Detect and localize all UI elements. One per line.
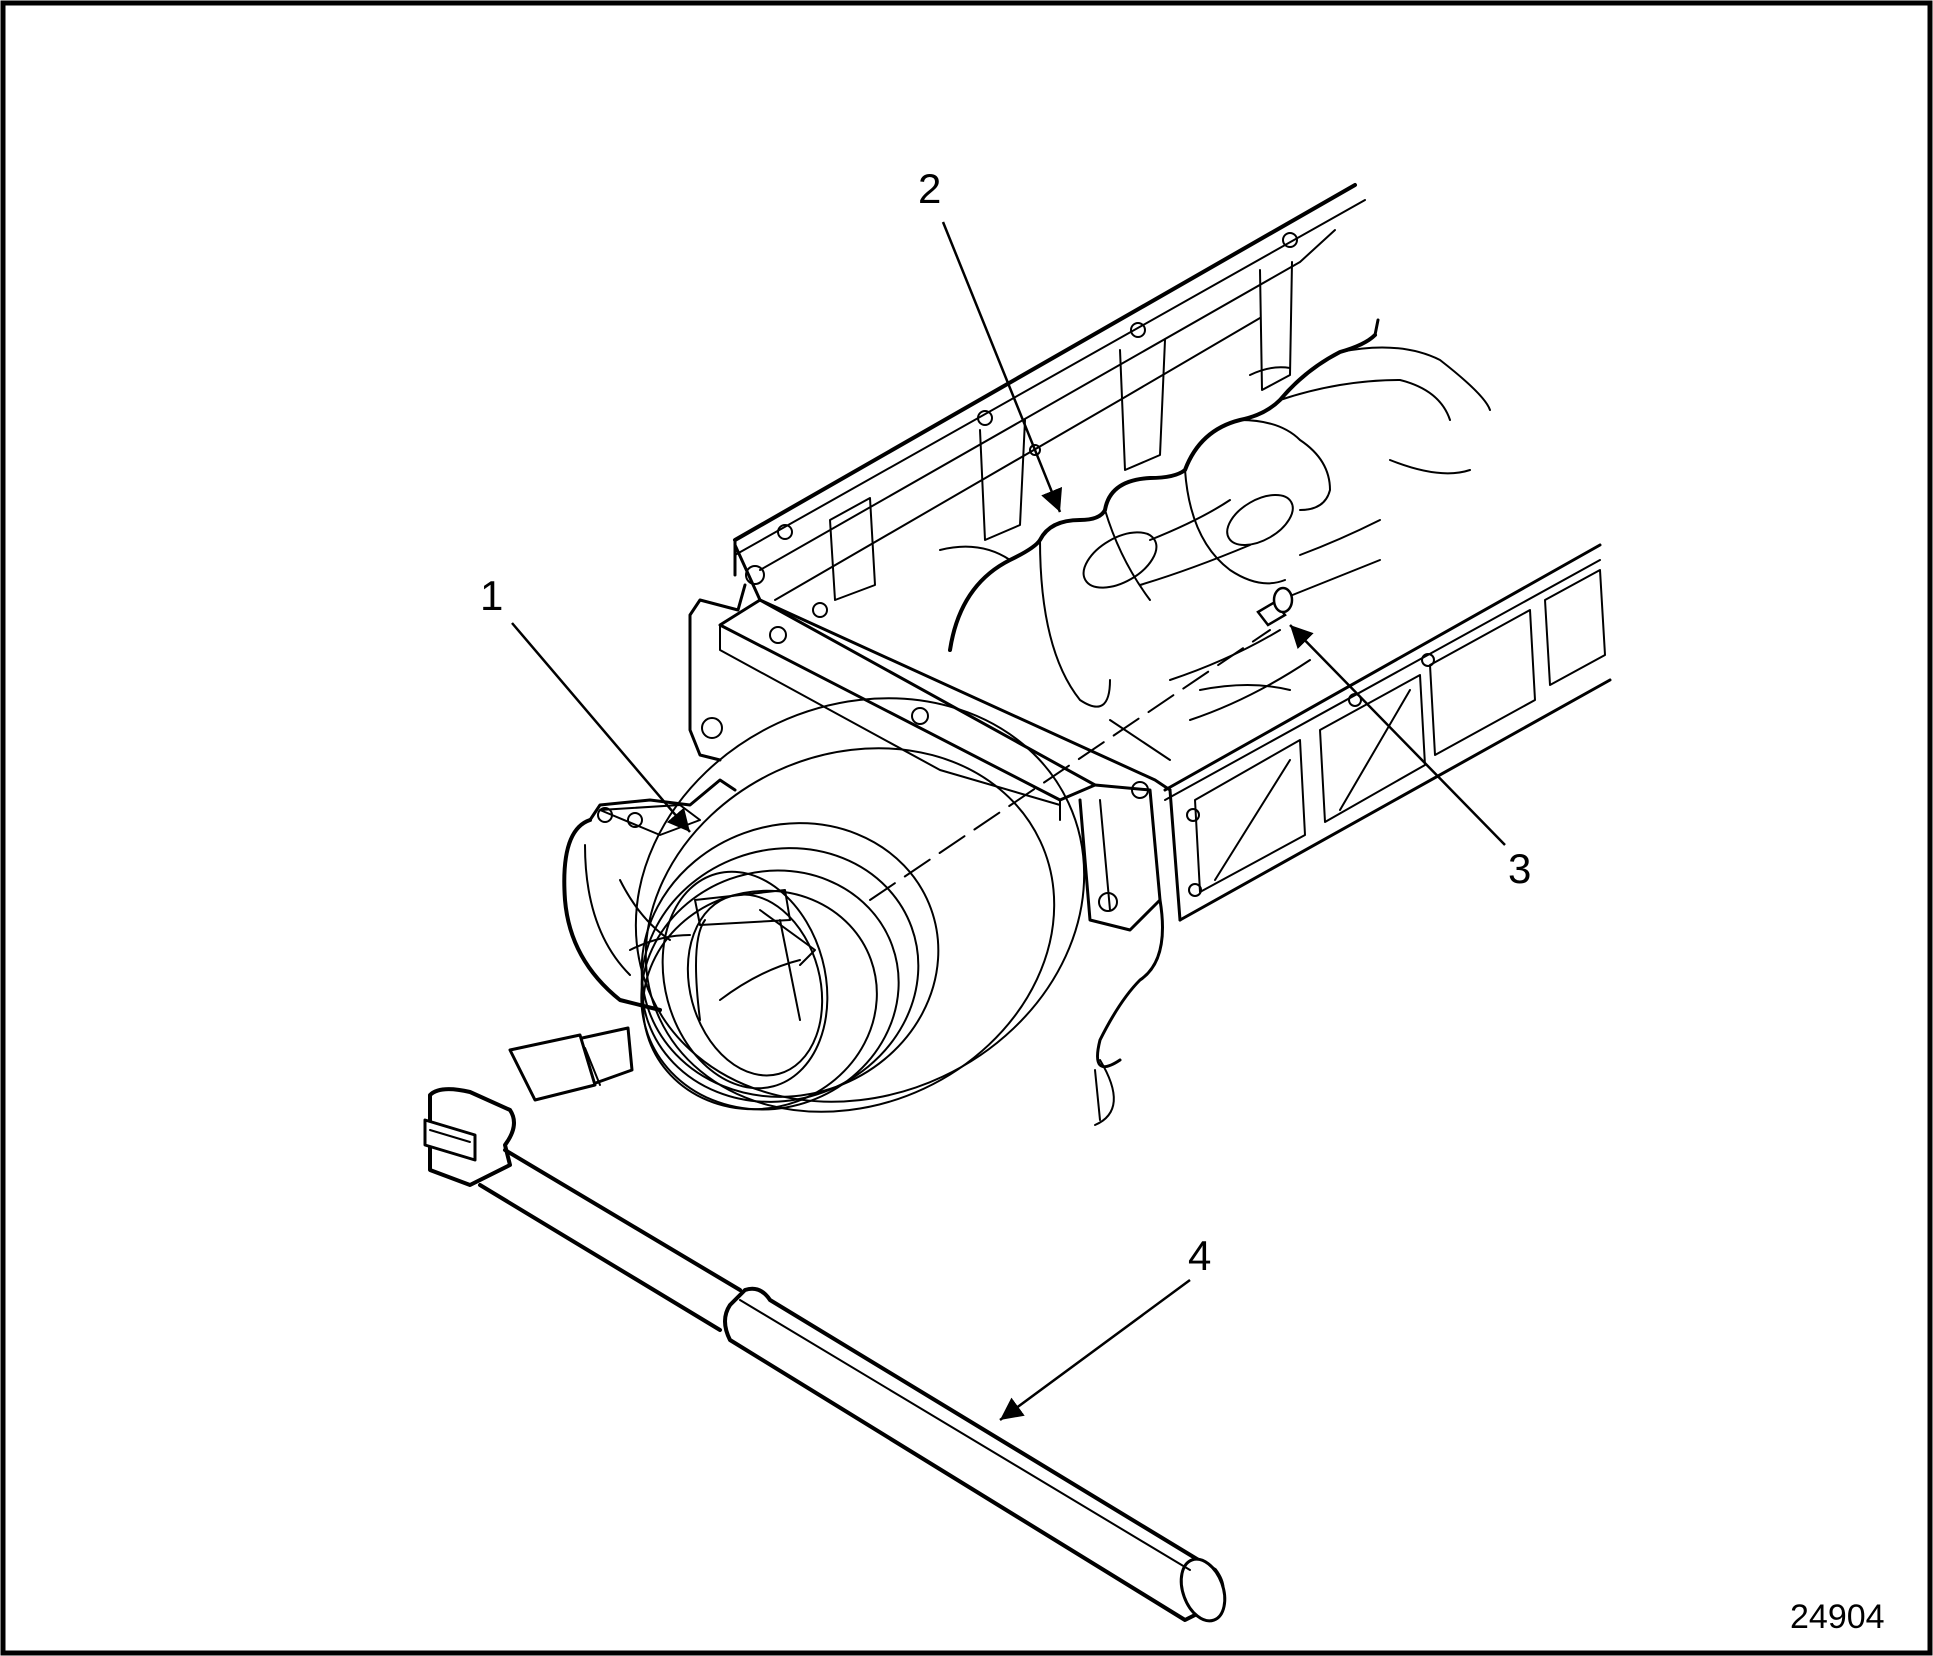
figure-number: 24904 bbox=[1790, 1598, 1885, 1636]
engine-barring-tool bbox=[562, 778, 737, 1012]
leader-2 bbox=[941, 221, 1063, 513]
ratchet-wrench bbox=[423, 1026, 1227, 1623]
crankshaft bbox=[869, 318, 1491, 901]
crankshaft-pulley bbox=[634, 697, 1086, 1113]
leader-1 bbox=[511, 622, 691, 833]
callout-4: 4 bbox=[1188, 1232, 1212, 1279]
leader-3 bbox=[1289, 624, 1506, 846]
leader-4 bbox=[999, 1278, 1191, 1422]
callout-2: 2 bbox=[918, 165, 942, 212]
callout-1: 1 bbox=[480, 572, 504, 619]
engine-block bbox=[688, 183, 1612, 1126]
callout-leaders bbox=[511, 221, 1506, 1422]
callout-3: 3 bbox=[1508, 845, 1532, 892]
timing-pin bbox=[1256, 586, 1294, 627]
